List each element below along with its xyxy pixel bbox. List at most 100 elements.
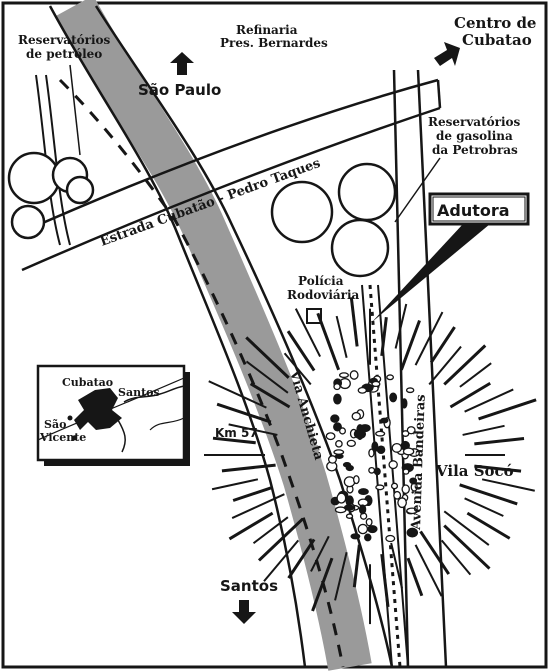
debris-dot bbox=[350, 533, 361, 540]
debris-dot bbox=[405, 387, 415, 394]
gasoline-reservoirs-tanks bbox=[270, 162, 397, 278]
debris-dot bbox=[333, 393, 342, 405]
debris-dot bbox=[368, 466, 376, 474]
burst-ray bbox=[459, 483, 518, 506]
burst-ray bbox=[245, 360, 289, 394]
debris-dot bbox=[390, 482, 399, 490]
burst-ray bbox=[231, 493, 285, 519]
debris-dot bbox=[388, 460, 398, 470]
burst-ray bbox=[399, 319, 421, 371]
debris-dot bbox=[371, 441, 379, 453]
burst-ray bbox=[414, 544, 443, 597]
burst-ray bbox=[390, 542, 404, 589]
burst-ray bbox=[428, 345, 462, 386]
debris-dot bbox=[397, 497, 407, 509]
debris-dot bbox=[333, 449, 345, 455]
burst-ray bbox=[429, 326, 456, 364]
debris-dot bbox=[389, 392, 398, 403]
burst-ray bbox=[474, 464, 522, 473]
gasolina-label-2: de gasolina bbox=[436, 129, 513, 143]
burst-ray bbox=[406, 557, 424, 597]
debris-dot bbox=[358, 504, 367, 515]
inset-vicente-label: Vicente bbox=[39, 431, 86, 444]
burst-ray bbox=[380, 316, 388, 357]
oil-reservoirs-tanks bbox=[7, 151, 95, 240]
burst-ray bbox=[283, 352, 312, 386]
debris-dot bbox=[391, 442, 403, 453]
debris-dot bbox=[368, 448, 375, 458]
burst-ray bbox=[466, 511, 511, 540]
reservatorios-petroleo-label-1: Reservatórios bbox=[18, 33, 111, 47]
burst-ray bbox=[380, 553, 390, 608]
debris-dot bbox=[345, 513, 354, 519]
burst-ray bbox=[481, 478, 535, 492]
santos-label: Santos bbox=[220, 577, 278, 595]
debris-dot bbox=[402, 468, 410, 475]
inset-locator-map: Cubatao Santos São Vicente bbox=[36, 364, 190, 466]
sao-paulo-label: São Paulo bbox=[138, 81, 221, 99]
burst-ray bbox=[286, 330, 316, 372]
burst-ray bbox=[316, 312, 341, 371]
debris-dot bbox=[333, 383, 341, 391]
debris-dot bbox=[402, 447, 415, 456]
debris-dot bbox=[393, 490, 402, 500]
gasolina-label-3: da Petrobras bbox=[432, 143, 518, 157]
burst-ray bbox=[245, 336, 290, 379]
burst-ray bbox=[352, 544, 361, 588]
burst-ray bbox=[449, 381, 492, 409]
debris-dot bbox=[327, 455, 337, 464]
debris-dot bbox=[406, 507, 419, 515]
debris-dot bbox=[376, 445, 386, 454]
debris-dot bbox=[336, 492, 347, 504]
centro-label-2: Cubatao bbox=[462, 31, 532, 49]
debris-dot bbox=[406, 527, 419, 538]
debris-dot bbox=[330, 414, 340, 423]
burst-ray bbox=[216, 402, 272, 424]
burst-ray bbox=[294, 308, 321, 358]
burst-ray bbox=[249, 382, 291, 409]
debris-dot bbox=[401, 484, 410, 495]
debris-dot bbox=[380, 417, 389, 424]
debris-dot bbox=[409, 477, 418, 485]
burst-ray bbox=[221, 463, 276, 473]
burst-ray bbox=[335, 315, 348, 358]
burst-ray bbox=[394, 303, 408, 349]
burst-ray bbox=[211, 478, 259, 491]
burst-ray bbox=[464, 497, 504, 517]
burst-ray bbox=[462, 424, 505, 436]
burst-ray bbox=[440, 539, 472, 576]
arrow-down-icon bbox=[232, 600, 256, 624]
debris-dot bbox=[357, 387, 368, 394]
debris-dot bbox=[386, 374, 394, 381]
debris-dot bbox=[364, 533, 372, 542]
reservatorios-petroleo-label-2: de petróleo bbox=[26, 47, 102, 61]
burst-ray bbox=[252, 516, 289, 545]
vila-soco-label: Vila Socó bbox=[435, 462, 514, 480]
debris-dot bbox=[365, 518, 373, 527]
burst-ray bbox=[474, 437, 525, 446]
debris-dot bbox=[401, 398, 408, 409]
arrow-up-icon bbox=[170, 52, 194, 75]
debris-dot bbox=[406, 426, 416, 435]
burst-ray bbox=[414, 311, 444, 366]
burst-ray bbox=[443, 344, 487, 386]
debris-dots bbox=[325, 370, 420, 543]
inset-cubatao-label: Cubatao bbox=[62, 376, 113, 389]
fire-burst-icon bbox=[204, 297, 537, 625]
burst-ray bbox=[349, 297, 359, 347]
burst-ray bbox=[443, 524, 491, 570]
burst-ray bbox=[228, 423, 278, 436]
adutora-label: Adutora bbox=[437, 201, 510, 220]
debris-dot bbox=[385, 534, 396, 543]
burst-ray bbox=[287, 538, 316, 579]
burst-ray bbox=[478, 398, 537, 421]
debris-dot bbox=[367, 525, 378, 534]
refinaria-label-2: Pres. Bernardes bbox=[220, 36, 328, 50]
burst-ray bbox=[208, 380, 267, 409]
centro-label-1: Centro de bbox=[454, 14, 536, 32]
estrada-cubatao-pedro-taques-road bbox=[21, 78, 442, 272]
refinaria-label-1: Refinaria bbox=[236, 23, 298, 37]
